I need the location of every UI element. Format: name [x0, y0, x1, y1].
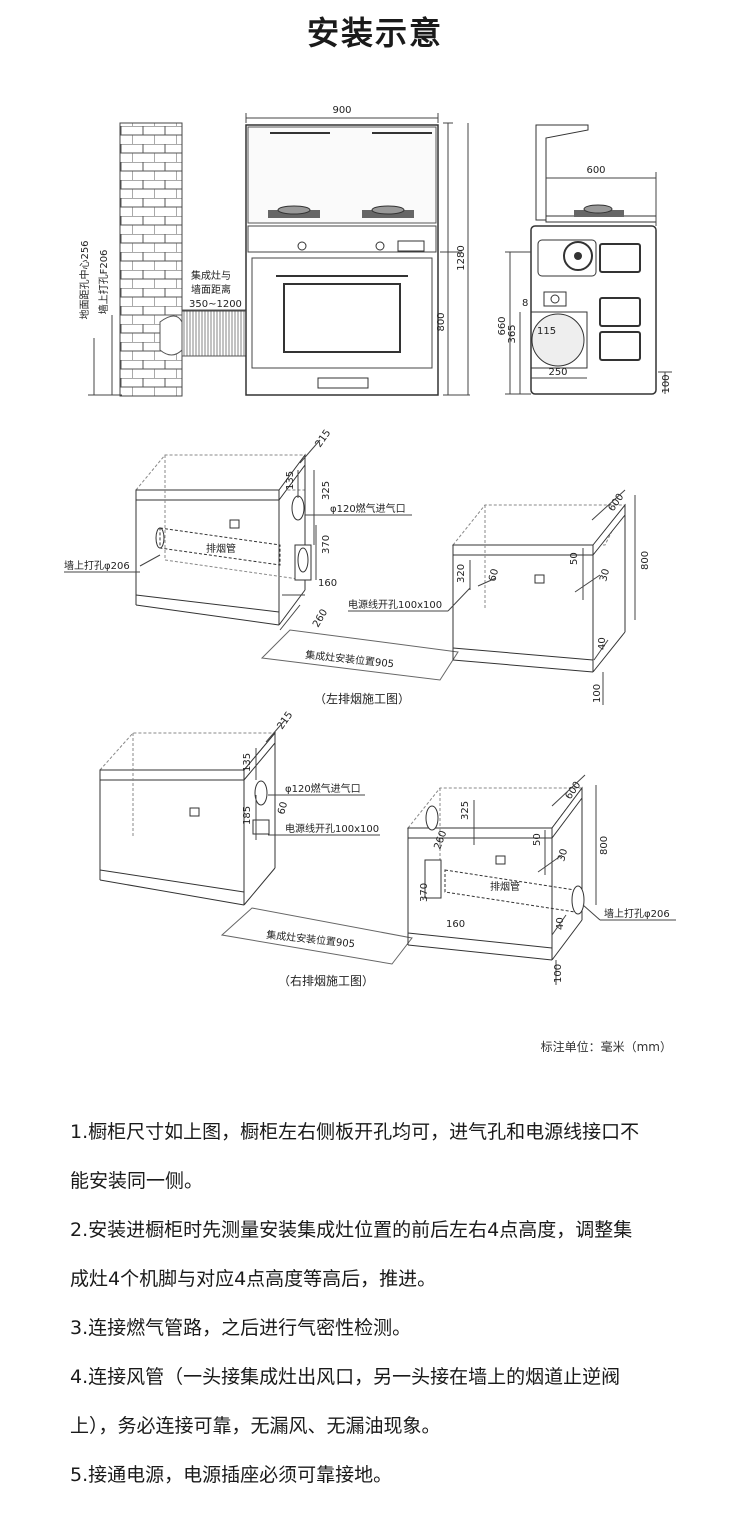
instruction-line: 成灶4个机脚与对应4点高度等高后，推进。: [70, 1268, 437, 1290]
power-hole-label: 电源线开孔100x100: [348, 598, 442, 611]
wall-hole-size-label: 墙上打孔F206: [97, 250, 110, 315]
instruction-line: 能安装同一侧。: [70, 1170, 204, 1192]
distance-label-1: 集成灶与: [191, 269, 231, 282]
dim-r-60: 60: [487, 568, 501, 583]
dim-left-370: 370: [321, 535, 332, 554]
dim-front-width: 900: [332, 105, 351, 116]
hood-panel: [247, 126, 437, 224]
dim-side-365: 365: [507, 324, 518, 343]
wall-hole-height-label: 地面距孔中心256: [78, 240, 91, 319]
left-cabinet: [98, 731, 277, 906]
dim-rd-100: 100: [553, 964, 564, 983]
bottom-control-strip: [317, 377, 369, 389]
dim-side-250: 250: [548, 367, 567, 378]
unit-note: 标注单位：毫米（mm）: [540, 1040, 672, 1054]
instruction-line: 2.安装进橱柜时先测量安装集成灶位置的前后左右4点高度，调整集: [70, 1219, 633, 1241]
dim-cabinet-height: 800: [436, 312, 447, 331]
dim-r-800: 800: [640, 551, 651, 570]
instruction-line: 3.连接燃气管路，之后进行气密性检测。: [70, 1317, 412, 1339]
dim-side-8: 8: [522, 298, 528, 309]
dim-side-100: 100: [661, 374, 672, 393]
dim-total-height: 1280: [456, 245, 467, 270]
dim-r-40: 40: [597, 637, 608, 650]
dim-r-320: 320: [456, 564, 467, 583]
dim-rd-800: 800: [599, 836, 610, 855]
gas-inlet-label: φ120燃气进气口: [330, 502, 406, 515]
installation-drawings: 900 1280 800 地面距孔中心256 墙上打孔F206 集成灶与 墙面距…: [64, 105, 676, 988]
dim-r-30: 30: [598, 568, 612, 583]
dim-rd-135: 135: [242, 753, 253, 772]
dim-rd-50: 50: [532, 833, 543, 846]
dim-left-160: 160: [318, 578, 337, 589]
left-caption: （左排烟施工图）: [314, 691, 410, 706]
burner-icon: [574, 204, 624, 217]
dim-rd-325: 325: [460, 801, 471, 820]
right-cabinet: [451, 503, 626, 673]
dim-left-215: 215: [313, 428, 333, 450]
knob-icon: [297, 241, 307, 251]
dim-side-115: 115: [537, 326, 556, 337]
outlet-icon: [534, 574, 545, 584]
side-hood: [535, 124, 589, 221]
install-position-label-2: 集成灶安装位置905: [266, 928, 356, 950]
install-position-label: 集成灶安装位置905: [305, 648, 395, 670]
distance-label-2: 墙面距离: [191, 283, 231, 296]
outlet-icon: [189, 807, 200, 817]
dim-side-depth: 600: [586, 165, 605, 176]
burner-icon: [362, 205, 414, 218]
dim-side-660: 660: [497, 316, 508, 335]
wall-flange: [159, 315, 183, 356]
dim-left-260: 260: [311, 607, 330, 629]
dim-rd-185: 185: [242, 806, 253, 825]
dim-left-135: 135: [285, 471, 296, 490]
front-view: 900 1280 800 地面距孔中心256 墙上打孔F206 集成灶与 墙面距…: [78, 105, 470, 397]
right-cabinet: [406, 786, 585, 961]
dim-r-50: 50: [569, 552, 580, 565]
dim-rd-370: 370: [419, 883, 430, 902]
knob-icon: [375, 241, 385, 251]
left-exhaust-diagram: 排烟管 墙上打孔φ206 215 135 325 370 160 260 φ12…: [64, 428, 651, 706]
outlet-icon: [229, 519, 240, 529]
dim-left-325: 325: [321, 481, 332, 500]
instruction-line: 上），务必连接可靠，无漏风、无漏油现象。: [70, 1415, 441, 1437]
dim-rd-215: 215: [275, 710, 295, 732]
exhaust-duct: [181, 309, 247, 357]
display-icon: [397, 240, 425, 252]
dim-r-100: 100: [592, 684, 603, 703]
instruction-line: 5.接通电源，电源插座必须可靠接地。: [70, 1464, 393, 1486]
oven-window: [283, 283, 401, 353]
page-title: 安装示意: [306, 14, 443, 52]
instruction-line: 4.连接风管（一头接集成灶出风口，另一头接在墙上的烟道止逆阀: [70, 1366, 621, 1388]
exhaust-pipe-label-2: 排烟管: [490, 880, 520, 893]
gas-inlet-circle: [531, 313, 585, 367]
dim-rd-160: 160: [446, 919, 465, 930]
burner-icon: [268, 205, 320, 218]
dim-rd-30: 30: [556, 848, 570, 863]
wall-hole-label-2: 墙上打孔φ206: [604, 907, 670, 920]
exhaust-pipe-label: 排烟管: [206, 542, 236, 555]
instruction-line: 1.橱柜尺寸如上图，橱柜左右侧板开孔均可，进气孔和电源线接口不: [70, 1121, 640, 1143]
right-exhaust-diagram: 215 135 185 60 φ120燃气进气口 电源线开孔100x100 集成…: [98, 710, 676, 988]
outlet-icon: [495, 855, 506, 865]
left-cabinet: [134, 453, 312, 626]
right-caption: （右排烟施工图）: [278, 973, 374, 988]
gas-inlet-label-2: φ120燃气进气口: [285, 782, 361, 795]
instructions: 1.橱柜尺寸如上图，橱柜左右侧板开孔均可，进气孔和电源线接口不 能安装同一侧。 …: [70, 1108, 690, 1500]
wall-hole-label: 墙上打孔φ206: [64, 559, 130, 572]
distance-label-3: 350~1200: [189, 299, 242, 310]
dim-rd-60: 60: [276, 801, 290, 816]
power-hole-label-2: 电源线开孔100x100: [285, 822, 379, 835]
side-view: 600 8 660 365 115 250 100: [497, 124, 672, 395]
